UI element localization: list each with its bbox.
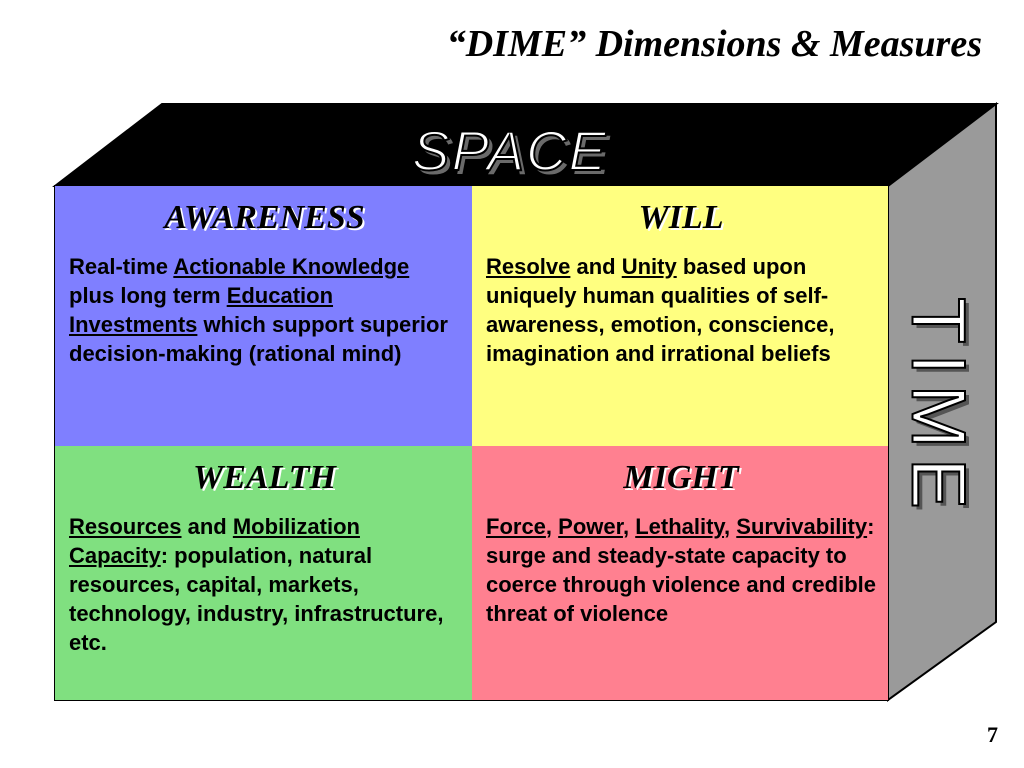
will-description: Resolve and Unity based upon uniquely hu… (486, 252, 876, 368)
space-label: SPACE (411, 118, 608, 183)
lethality-term: Lethality (635, 514, 725, 539)
awareness-text-2: plus long term (69, 283, 227, 308)
might-text-4: : surge and steady-state capacity to coe… (486, 514, 876, 626)
resolve-term: Resolve (486, 254, 571, 279)
awareness-text-1: Real-time (69, 254, 174, 279)
education-investments-term: Education Investments (69, 283, 334, 337)
might-text-3: , (724, 514, 737, 539)
slide-title: “DIME” Dimensions & Measures (446, 23, 982, 65)
wealth-text-2: : population, natural resources, capital… (69, 543, 444, 655)
will-text-1: and (570, 254, 622, 279)
power-term: Power (558, 514, 623, 539)
might-text-1: , (545, 514, 559, 539)
will-heading: WILL (638, 199, 724, 236)
might-quadrant: MIGHT Force, Power, Lethality, Survivabi… (472, 446, 888, 700)
awareness-description: Real-time Actionable Knowledge plus long… (69, 252, 460, 368)
survivability-term: Survivability (736, 514, 868, 539)
page-number: 7 (987, 722, 998, 747)
actionable-knowledge-term: Actionable Knowledge (173, 254, 410, 279)
wealth-quadrant: WEALTH Resources and Mobilization Capaci… (55, 446, 472, 700)
awareness-quadrant: AWARENESS Real-time Actionable Knowledge… (55, 186, 472, 446)
might-text-2: , (622, 514, 636, 539)
force-term: Force (486, 514, 546, 539)
awareness-text-3: which support superior decision-making (… (69, 312, 448, 366)
wealth-description: Resources and Mobilization Capacity: pop… (69, 512, 460, 657)
awareness-heading: AWARENESS (164, 199, 365, 236)
wealth-heading: WEALTH (193, 459, 336, 496)
resources-term: Resources (69, 514, 182, 539)
mobilization-capacity-term: Mobilization Capacity (69, 514, 360, 568)
unity-term: Unity (621, 254, 677, 279)
wealth-text-1: and (181, 514, 233, 539)
will-text-2: based upon uniquely human qualities of s… (486, 254, 835, 366)
will-quadrant: WILL Resolve and Unity based upon unique… (472, 186, 888, 446)
time-label: TIME (895, 296, 982, 520)
might-heading: MIGHT (623, 459, 739, 496)
might-description: Force, Power, Lethality, Survivability: … (486, 512, 876, 628)
